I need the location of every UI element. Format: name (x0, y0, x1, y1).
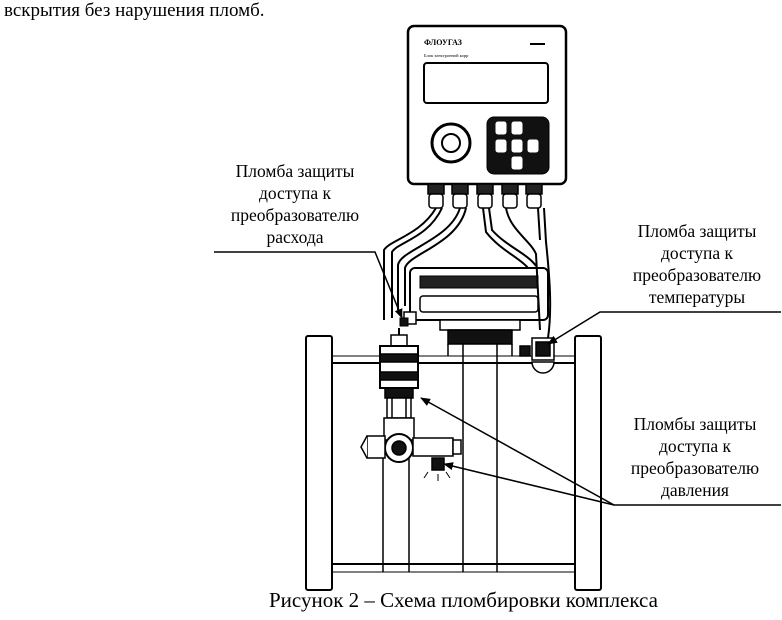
pressure-seal-leader-lower (443, 462, 615, 506)
right-flange (574, 335, 602, 591)
temperature-seal-leader (547, 311, 781, 345)
flow-seal-label-line: преобразователю (230, 205, 360, 225)
temperature-seal-label: Пломба защиты доступа к преобразователю … (610, 220, 782, 308)
pressure-seal-label-line: доступа к (658, 436, 732, 456)
corrector-unit (406, 24, 568, 209)
flow-seal-leader (214, 251, 403, 319)
leader-lines (214, 251, 781, 506)
temperature-seal-label-line: доступа к (660, 243, 734, 263)
left-flange (305, 335, 333, 591)
flow-seal-label-line: Пломба защиты (235, 161, 355, 181)
figure-caption: Рисунок 2 – Схема пломбировки комплекса (269, 588, 658, 612)
device-brand: ФЛОУГАЗ (424, 38, 462, 47)
cables (383, 207, 552, 339)
flow-seal-point (399, 311, 417, 327)
pressure-seal-label-line: преобразователю (630, 458, 760, 478)
cable-glands (427, 183, 543, 209)
flow-sensor-housing (409, 267, 549, 356)
temperature-seal-label-line: температуры (648, 287, 746, 307)
pressure-transducer (360, 328, 462, 481)
temperature-seal-label-line: преобразователю (632, 265, 762, 285)
pipe-body (305, 335, 602, 591)
device-subtitle: Блок электронной корр (424, 53, 469, 58)
pressure-seal-label-line: давления (661, 480, 729, 500)
temperature-seal-label-line: Пломба защиты (637, 221, 757, 241)
flow-seal-label-line: расхода (266, 227, 324, 247)
display-window (423, 62, 549, 104)
pressure-seal-label-line: Пломбы защиты (633, 414, 757, 434)
header-text: вскрытия без нарушения пломб. (4, 0, 265, 21)
flow-seal-label-line: доступа к (258, 183, 332, 203)
flow-seal-label: Пломба защиты доступа к преобразователю … (208, 160, 382, 248)
pressure-seal-label: Пломбы защиты доступа к преобразователю … (608, 413, 782, 501)
